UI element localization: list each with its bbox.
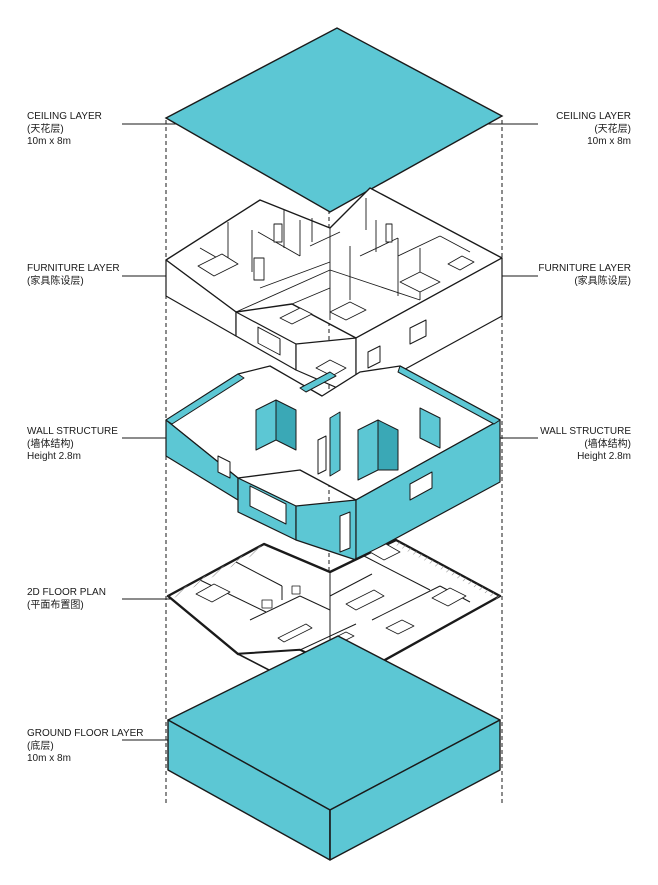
wall-structure-block [165, 365, 501, 561]
wall-height: Height 2.8m [27, 451, 81, 462]
ceiling-layer-slab [164, 27, 504, 213]
label-furniture-right: FURNITURE LAYER (家具陈设层) [538, 263, 631, 288]
ground-title: GROUND FLOOR LAYER [27, 728, 144, 739]
ground-cn: (底层) [27, 740, 54, 752]
furniture-cn: (家具陈设层) [27, 275, 84, 287]
plan-bed-2 [369, 543, 401, 561]
label-furniture-left: FURNITURE LAYER (家具陈设层) [27, 263, 120, 288]
door-opening-2 [317, 435, 327, 475]
ground-size: 10m x 8m [27, 753, 71, 764]
floorplan-title: 2D FLOOR PLAN [27, 587, 106, 598]
floor-plan-layer [166, 538, 502, 687]
furniture-cn-right: (家具陈设层) [574, 275, 631, 287]
interior-wall-c [357, 419, 379, 481]
sofa-shape [329, 301, 367, 321]
wall-height-right: Height 2.8m [577, 451, 631, 462]
plan-dining [385, 619, 415, 635]
ceiling-cn: (天花层) [27, 123, 64, 135]
desk-shape [447, 255, 475, 271]
plan-kitchen-island [345, 589, 385, 611]
window-opening-3 [409, 471, 433, 501]
counter-shape [399, 271, 441, 293]
label-floorplan-left: 2D FLOOR PLAN (平面布置图) [27, 587, 106, 612]
wall-title-right: WALL STRUCTURE [540, 426, 631, 437]
furniture-title-right: FURNITURE LAYER [538, 263, 631, 274]
door-opening-1 [339, 511, 351, 553]
wall-title: WALL STRUCTURE [27, 426, 118, 437]
floorplan-cn: (平面布置图) [27, 599, 84, 611]
ceiling-size-right: 10m x 8m [587, 136, 631, 147]
ceiling-size: 10m x 8m [27, 136, 71, 147]
wall-cn: (墙体结构) [27, 438, 74, 450]
plan-bed-3 [431, 587, 467, 607]
ceiling-top-face [164, 27, 504, 213]
table-shape [279, 307, 313, 325]
label-wall-left: WALL STRUCTURE (墙体结构) Height 2.8m [27, 426, 118, 464]
wall-cn-right: (墙体结构) [584, 438, 631, 450]
interior-wall-d [377, 419, 399, 471]
interior-wall-f [299, 371, 337, 393]
label-ceiling-left: CEILING LAYER (天花层) 10m x 8m [27, 111, 102, 149]
window-opening-1 [249, 485, 287, 525]
ceiling-title: CEILING LAYER [27, 111, 102, 122]
ground-floor-slab [167, 635, 501, 861]
furniture-layer-block [165, 187, 503, 397]
interior-wall-g [329, 411, 341, 477]
window-opening-2 [217, 455, 231, 479]
label-wall-right: WALL STRUCTURE (墙体结构) Height 2.8m [540, 426, 631, 464]
plan-bed-1 [195, 583, 231, 603]
label-ground-left: GROUND FLOOR LAYER (底层) 10m x 8m [27, 728, 144, 766]
interior-wall-e [419, 407, 441, 449]
furniture-title: FURNITURE LAYER [27, 263, 120, 274]
plan-sofa [277, 623, 313, 643]
label-ceiling-right: CEILING LAYER (天花层) 10m x 8m [556, 111, 631, 149]
ceiling-title-right: CEILING LAYER [556, 111, 631, 122]
bed-shape [197, 253, 239, 277]
ceiling-cn-right: (天花层) [594, 123, 631, 135]
interior-wall-b [275, 399, 297, 451]
